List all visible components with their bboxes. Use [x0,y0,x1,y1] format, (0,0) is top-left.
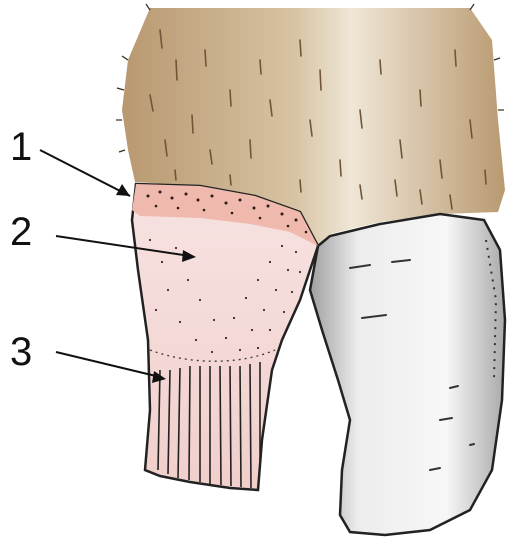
label-3: 3 [10,330,166,383]
label-2-text: 2 [10,210,32,254]
left-hoof [132,184,318,490]
label-3-text: 3 [10,330,32,374]
label-1-text: 1 [10,125,32,169]
label-1: 1 [10,125,130,196]
right-claw [310,214,505,535]
